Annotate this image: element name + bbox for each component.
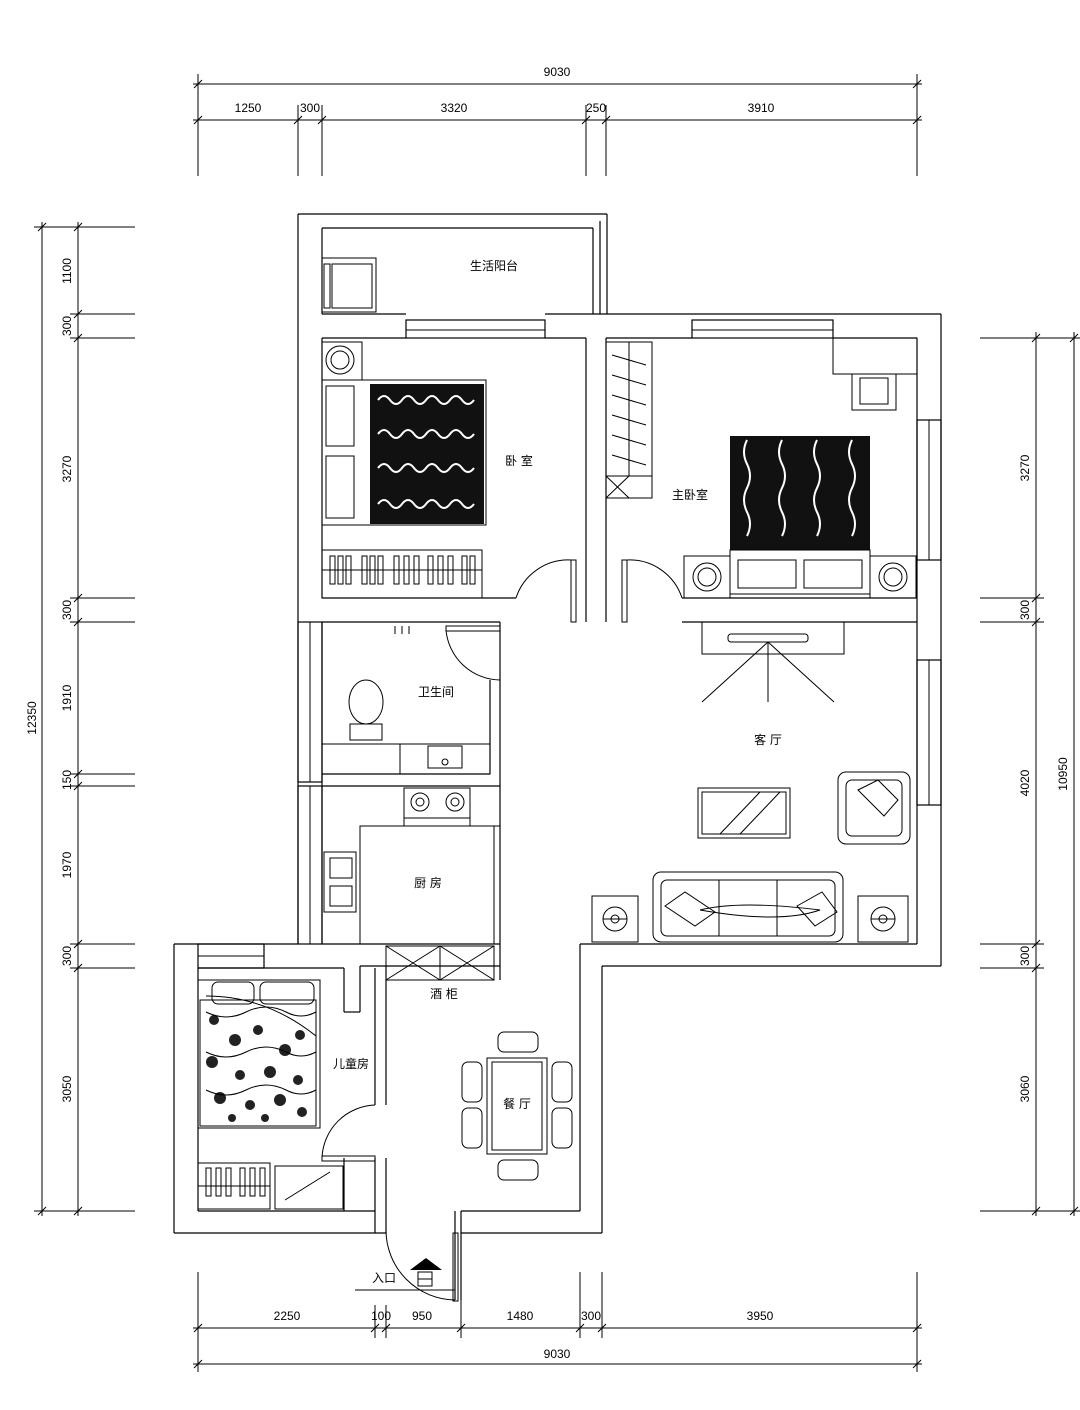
left-dimension-7: 1970 — [60, 851, 74, 878]
washing-machine — [321, 257, 377, 313]
top-dimension-4: 250 — [586, 101, 606, 115]
top-dimension-5: 3910 — [748, 101, 775, 115]
kids-room-furniture — [197, 979, 344, 1210]
bottom-total-dimension: 9030 — [544, 1347, 571, 1361]
bottom-dimension-2: 100 — [371, 1309, 391, 1323]
left-dimension-lines — [34, 222, 135, 1216]
entrance-label: 入口 — [372, 1271, 396, 1285]
bottom-dimension-6: 3950 — [747, 1309, 774, 1323]
right-dimension-1: 3270 — [1018, 454, 1032, 481]
left-dimension-8: 300 — [60, 946, 74, 966]
dining-table-set — [461, 1031, 573, 1181]
living-room-label: 客 厅 — [754, 732, 782, 747]
bottom-dimension-1: 2250 — [274, 1309, 301, 1323]
wine-cabinet — [385, 945, 495, 981]
left-dimension-5: 1910 — [60, 684, 74, 711]
left-dimension-6: 150 — [60, 770, 74, 790]
left-dimension-1: 1100 — [60, 258, 74, 284]
dining-room-label: 餐 厅 — [503, 1096, 531, 1111]
walls — [173, 213, 942, 1300]
bathroom-label: 卫生间 — [418, 685, 454, 699]
master-bedroom-label: 主卧室 — [672, 487, 708, 502]
door-swings — [321, 559, 683, 1302]
left-dimension-4: 300 — [60, 600, 74, 620]
left-total-dimension: 12350 — [25, 701, 39, 735]
bottom-dimension-5: 300 — [581, 1309, 601, 1323]
top-dimension-1: 1250 — [235, 101, 262, 115]
left-dimension-3: 3270 — [60, 455, 74, 482]
top-dimension-3: 3320 — [441, 101, 468, 115]
kids-room-label: 儿童房 — [333, 1056, 369, 1071]
right-dimension-lines — [980, 332, 1080, 1216]
bedroom-furniture — [321, 341, 487, 599]
right-dimension-3: 4020 — [1018, 769, 1032, 796]
top-dimension-lines — [193, 74, 922, 176]
top-dimension-2: 300 — [300, 101, 320, 115]
top-total-dimension: 9030 — [544, 65, 571, 79]
left-dimension-9: 3050 — [60, 1075, 74, 1102]
bottom-dimension-lines — [193, 1272, 922, 1372]
entrance-arrow-icon — [355, 1258, 455, 1291]
right-dimension-5: 3060 — [1018, 1075, 1032, 1102]
right-dimension-4: 300 — [1018, 946, 1032, 966]
wine-cabinet-label: 酒 柜 — [430, 987, 458, 1001]
kitchen-fixtures — [323, 787, 501, 945]
bathroom-fixtures — [321, 626, 491, 775]
right-dimension-2: 300 — [1018, 600, 1032, 620]
master-bedroom-furniture — [605, 337, 918, 599]
balcony-label: 生活阳台 — [470, 258, 518, 273]
bottom-dimension-3: 950 — [412, 1309, 432, 1323]
kitchen-label: 厨 房 — [414, 875, 442, 890]
bedroom-label: 卧 室 — [505, 453, 533, 468]
right-total-dimension: 10950 — [1056, 757, 1070, 791]
living-room-furniture — [591, 621, 911, 943]
left-dimension-2: 300 — [60, 316, 74, 336]
bottom-dimension-4: 1480 — [507, 1309, 534, 1323]
